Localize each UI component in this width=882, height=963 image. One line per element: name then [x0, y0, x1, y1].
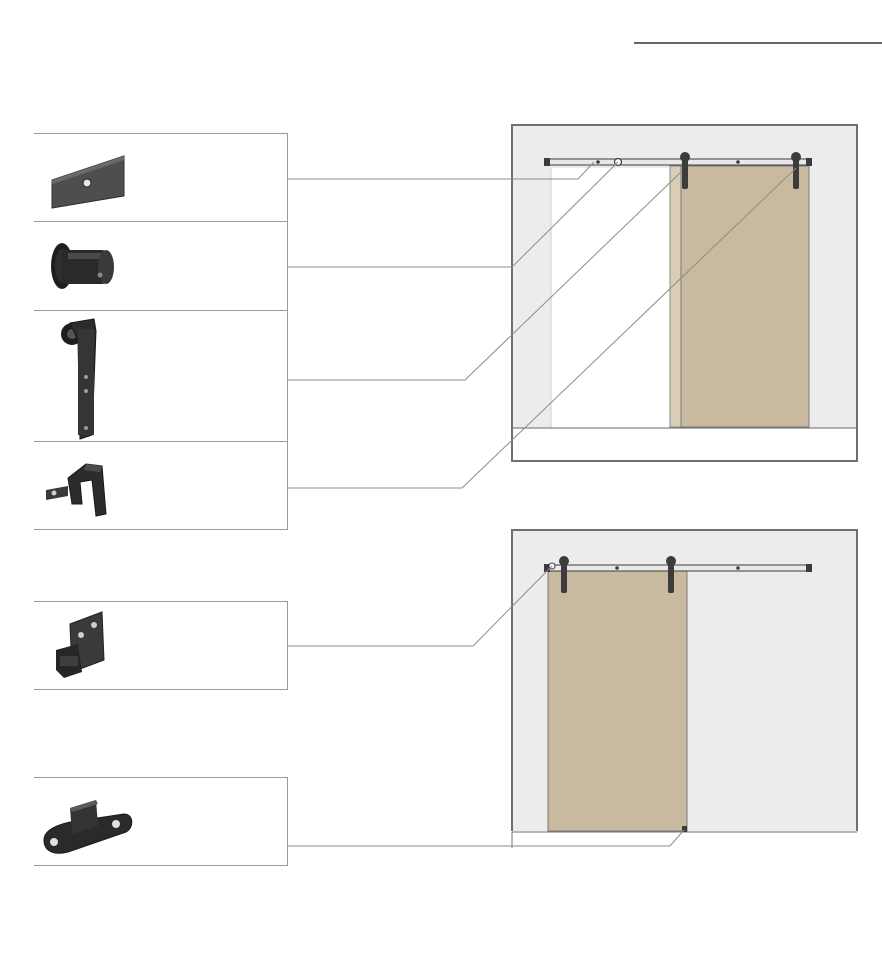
top-door-diagram [511, 124, 858, 462]
end-stop-icon [51, 243, 114, 289]
bottom-door-panel [547, 570, 688, 832]
part-box-spacer [34, 133, 288, 222]
part-box-end-stop [34, 221, 288, 311]
part-box-anti-jump [34, 601, 288, 690]
top-hanger-left [682, 157, 688, 189]
spacer-plate-icon [51, 155, 125, 209]
header-rule [634, 42, 882, 44]
floor-guide-icon [43, 800, 133, 854]
top-track-rail [545, 158, 812, 166]
leader-lines [288, 161, 797, 847]
part-box-hanger [34, 310, 288, 442]
leader-hanger [288, 170, 683, 381]
strap-hanger-icon [61, 318, 97, 440]
leader-spacer [288, 161, 595, 180]
anti-jump-block-icon [56, 611, 105, 678]
leader-anti-jump [288, 565, 553, 647]
leader-floor-guide [288, 829, 685, 847]
bottom-door-diagram [511, 529, 858, 851]
top-hanger-right [793, 157, 799, 189]
part-box-bracket [34, 441, 288, 530]
bottom-track-rail [545, 564, 812, 572]
wall-bracket-icon [46, 463, 107, 517]
leader-bracket [288, 167, 797, 489]
leader-end-stop [288, 161, 619, 268]
part-box-floor-guide [34, 777, 288, 866]
bottom-hanger-left [561, 561, 567, 593]
top-door-panel [680, 165, 810, 428]
bottom-hanger-right [668, 561, 674, 593]
